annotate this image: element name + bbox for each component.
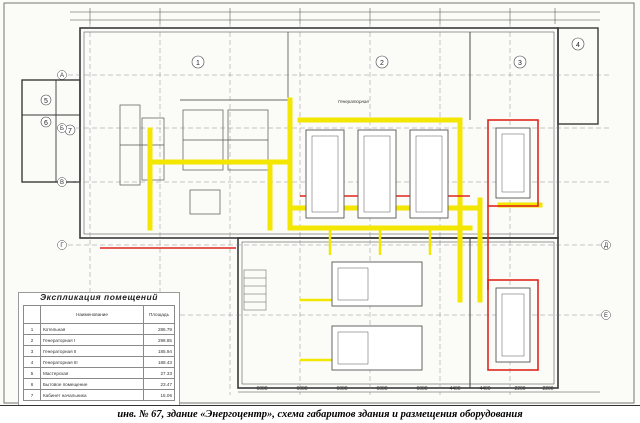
- svg-text:А: А: [60, 73, 64, 79]
- dim-label: 2200: [514, 386, 525, 392]
- axis-letters: А Б В Г Д Е: [57, 70, 611, 320]
- dim-label: 4400: [479, 386, 490, 392]
- dim-label: 6000: [296, 386, 307, 392]
- room-marker-6: 6: [44, 120, 48, 127]
- room-marker-4: 4: [576, 42, 580, 49]
- svg-text:Е: Е: [604, 313, 608, 319]
- dim-label: 6000: [416, 386, 427, 392]
- svg-text:Г: Г: [60, 243, 64, 249]
- room-marker-7: 7: [68, 128, 72, 135]
- top-dimension-line: [70, 8, 600, 24]
- room-marker-2: 2: [380, 60, 384, 67]
- dim-label: 2200: [542, 386, 553, 392]
- bottom-dimension-labels: 6000 6000 6000 6000 6000 4400 4400 2200 …: [256, 386, 553, 392]
- svg-text:Б: Б: [60, 126, 64, 132]
- generators-lower: [331, 261, 531, 371]
- room-schedule-header: Наименование Площадь: [23, 305, 175, 324]
- drawing-caption: инв. № 67, здание «Энергоцентр», схема г…: [0, 405, 640, 423]
- room-marker-5: 5: [44, 98, 48, 105]
- boiler-equipment: [119, 104, 269, 215]
- dim-label: 4400: [449, 386, 460, 392]
- header-area: Площадь: [143, 305, 175, 324]
- stair: [243, 269, 267, 311]
- building-walls: [21, 27, 599, 389]
- dim-label: 6000: [336, 386, 347, 392]
- engine-room-label: Генераторная: [338, 99, 369, 104]
- room-schedule-title: Экспликация помещений: [40, 292, 158, 302]
- svg-text:В: В: [60, 180, 64, 186]
- drawing-border: [3, 2, 635, 404]
- room-marker-1: 1: [196, 60, 200, 67]
- room-markers: 1 2 3 4 5 6 7: [40, 37, 585, 136]
- room-marker-3: 3: [518, 60, 522, 67]
- dim-label: 6000: [376, 386, 387, 392]
- header-name: Наименование: [40, 305, 144, 324]
- header-num: [23, 305, 41, 324]
- svg-text:Д: Д: [604, 243, 608, 249]
- floor-plan-svg: 1 2 3 4 5 6 7: [3, 2, 635, 404]
- generators-upper: [305, 127, 531, 219]
- dim-label: 6000: [256, 386, 267, 392]
- room-schedule: Экспликация помещений Наименование Площа…: [18, 292, 180, 406]
